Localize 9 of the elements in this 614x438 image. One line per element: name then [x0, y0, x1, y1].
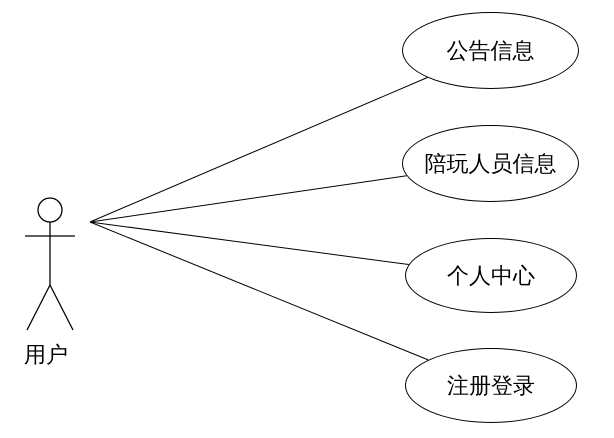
use-case-ellipse: 陪玩人员信息	[402, 125, 579, 202]
use-case-ellipse: 注册登录	[405, 348, 577, 423]
use-case-ellipse: 个人中心	[405, 238, 577, 313]
association-line	[90, 77, 428, 222]
use-case-ellipse: 公告信息	[402, 12, 579, 89]
actor-label: 用户	[24, 342, 68, 370]
association-line	[90, 222, 410, 266]
association-line	[90, 175, 408, 222]
association-line	[90, 222, 429, 360]
